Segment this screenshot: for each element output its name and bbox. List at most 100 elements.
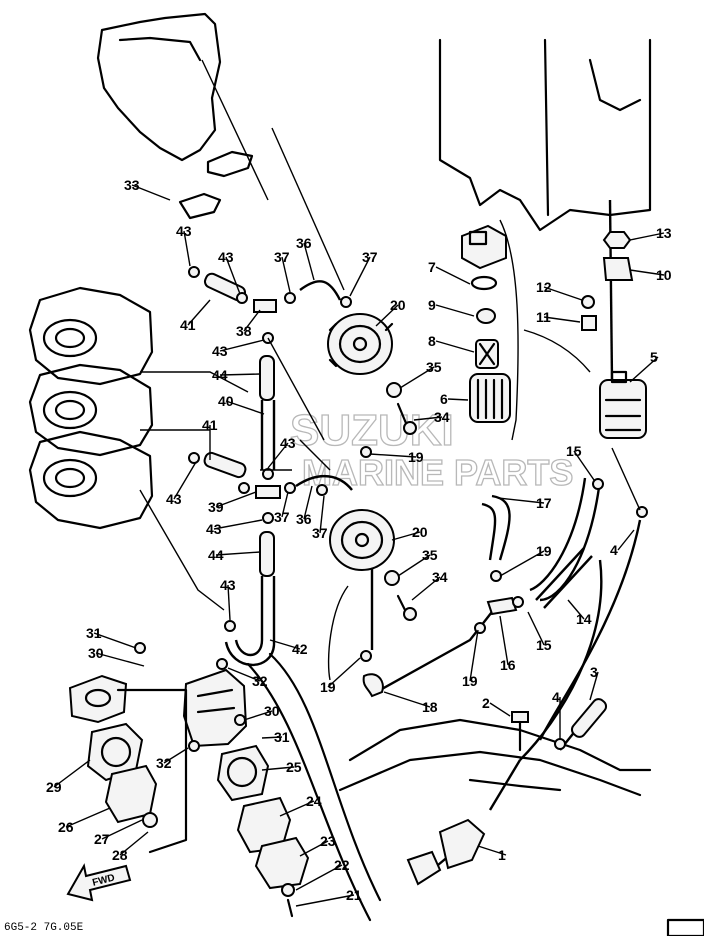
callout-label-20: 20 <box>390 297 406 313</box>
callout-label-6: 6 <box>440 391 448 407</box>
callout-label-34: 34 <box>434 409 450 425</box>
watermark: SUZUKI MARINE PARTS <box>289 405 574 493</box>
callout-leader-32 <box>227 667 261 682</box>
callout-leader-16 <box>499 615 509 666</box>
callout-leader-37 <box>281 256 291 293</box>
callout-leader-43 <box>183 230 191 267</box>
callout-label-17: 17 <box>536 495 552 511</box>
callout-label-43: 43 <box>166 491 182 507</box>
callout-label-27: 27 <box>94 831 110 847</box>
callout-label-44: 44 <box>212 367 228 383</box>
fuel-filter-5 <box>599 370 647 439</box>
callout-leader-11 <box>543 316 581 323</box>
callout-leader-44 <box>219 373 261 376</box>
callout-label-43: 43 <box>206 521 222 537</box>
diaphragm-25 <box>216 744 270 802</box>
callout-label-4: 4 <box>552 689 560 705</box>
callout-label-19: 19 <box>462 673 478 689</box>
bolt-2 <box>511 711 529 723</box>
washer-35-upper <box>386 382 402 398</box>
callout-leader-38 <box>243 309 261 332</box>
callout-label-19: 19 <box>536 543 552 559</box>
callout-leader-37 <box>349 256 371 297</box>
callout-leader-24 <box>279 800 315 817</box>
callout-leader-34 <box>411 576 441 601</box>
callout-label-1: 1 <box>498 847 506 863</box>
callout-leader-14 <box>567 599 585 620</box>
gasket-33a <box>206 150 254 178</box>
callout-label-34: 34 <box>432 569 448 585</box>
callout-leader-36 <box>303 242 315 281</box>
callout-label-44: 44 <box>208 547 224 563</box>
callout-label-40: 40 <box>218 393 234 409</box>
callout-label-39: 39 <box>208 499 224 515</box>
pump-body-center <box>182 668 248 748</box>
callout-leader-35 <box>397 554 431 577</box>
watermark-subtitle: MARINE PARTS <box>302 452 573 493</box>
callout-label-4: 4 <box>610 542 618 558</box>
callout-label-42: 42 <box>292 641 308 657</box>
gasket-33b <box>178 192 222 220</box>
callout-label-31: 31 <box>86 625 102 641</box>
parts <box>68 59 648 922</box>
callout-leader-17 <box>497 497 545 504</box>
nut-13 <box>602 231 632 249</box>
callout-label-11: 11 <box>536 309 551 325</box>
callout-label-24: 24 <box>306 793 322 809</box>
callout-label-32: 32 <box>156 755 172 771</box>
callout-leader-5 <box>629 356 659 383</box>
callout-leader-43 <box>227 584 231 621</box>
callout-label-41: 41 <box>180 317 196 333</box>
callout-label-29: 29 <box>46 779 62 795</box>
callout-leader-27 <box>101 819 143 840</box>
callout-label-9: 9 <box>428 297 436 313</box>
callout-leader-6 <box>447 398 469 401</box>
pump-components-lower <box>68 642 310 918</box>
fuel-filter-assembly <box>461 224 511 423</box>
callout-leader-39 <box>215 491 257 508</box>
callout-label-21: 21 <box>346 887 362 903</box>
callout-label-36: 36 <box>296 235 312 251</box>
washer-12 <box>581 295 595 309</box>
callout-leader-41 <box>187 299 211 326</box>
callout-label-43: 43 <box>220 577 236 593</box>
callout-leader-2 <box>489 702 511 717</box>
callout-leader-13 <box>629 232 665 241</box>
callout-label-25: 25 <box>286 759 302 775</box>
callout-leader-30 <box>243 710 273 721</box>
callout-leader-22 <box>295 864 343 891</box>
callout-leader-35 <box>399 366 435 389</box>
outline-curve-right <box>246 662 372 922</box>
callout-label-37: 37 <box>362 249 378 265</box>
callout-label-14: 14 <box>576 611 592 627</box>
watermark-brand: SUZUKI <box>290 406 454 455</box>
callout-leader-28 <box>119 831 149 856</box>
washer-32 <box>216 658 228 670</box>
elbow-18 <box>362 673 384 698</box>
callout-label-43: 43 <box>280 435 296 451</box>
callout-leader-9 <box>435 304 475 317</box>
callout-label-36: 36 <box>296 511 312 527</box>
washer-22 <box>281 883 295 897</box>
screw-31 <box>134 642 146 654</box>
tee-39 <box>255 485 281 499</box>
callout-label-35: 35 <box>426 359 442 375</box>
callout-leader-34 <box>413 416 443 421</box>
bolt-11 <box>581 315 597 331</box>
callout-leader-4 <box>617 529 635 551</box>
callout-label-26: 26 <box>58 819 74 835</box>
callout-leader-19 <box>469 629 479 682</box>
callout-leader-15 <box>573 450 595 481</box>
hose-clamps <box>188 266 648 750</box>
callout-leader-36 <box>303 485 313 520</box>
callout-leader-1 <box>477 845 507 856</box>
callout-leader-30 <box>95 652 145 667</box>
callout-label-2: 2 <box>482 695 490 711</box>
callout-leader-19 <box>499 550 545 577</box>
bolt-21 <box>286 898 294 918</box>
hull-outline <box>338 718 704 936</box>
fwd-label: FWD <box>91 873 116 889</box>
callout-leader-3 <box>589 671 599 701</box>
callout-leader-25 <box>261 766 295 771</box>
callout-label-5: 5 <box>650 349 658 365</box>
